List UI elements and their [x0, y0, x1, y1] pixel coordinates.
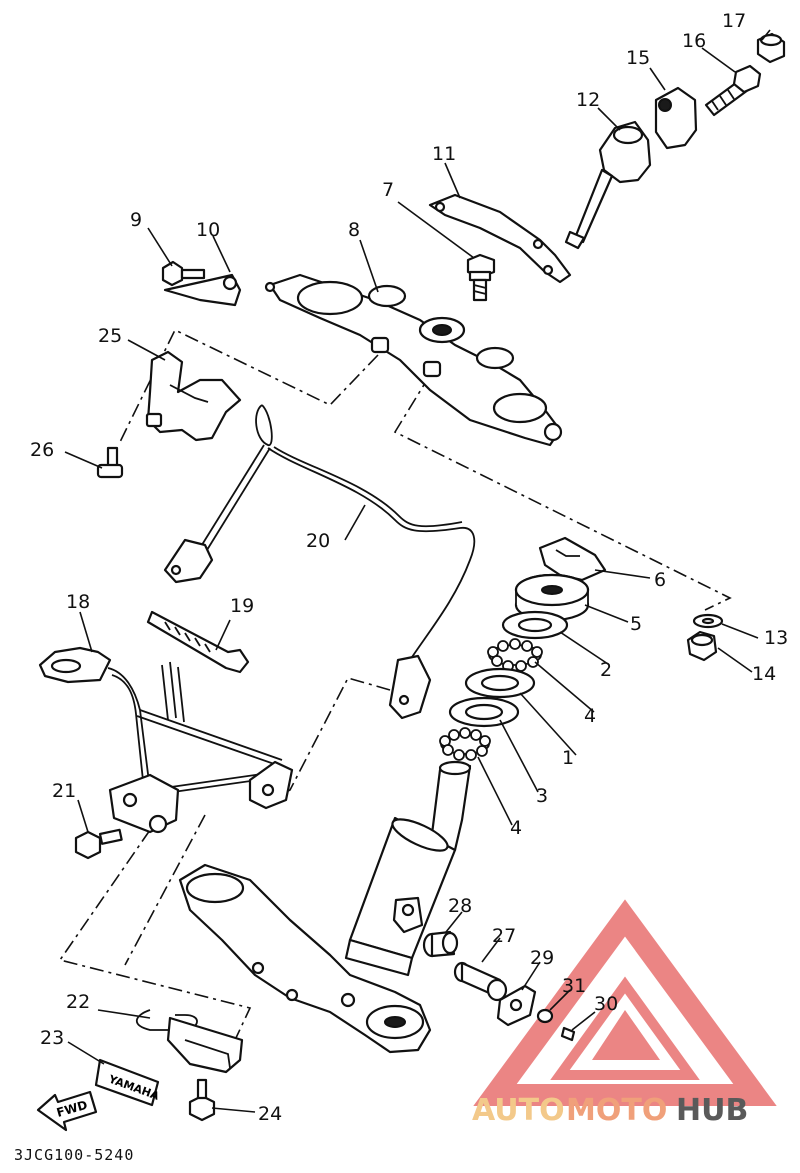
- drawing-code: 3JCG100-5240: [14, 1146, 134, 1164]
- race-1: [464, 667, 536, 699]
- bracket-25: [145, 350, 242, 442]
- label-24: 24: [258, 1103, 282, 1125]
- label-8: 8: [348, 219, 360, 241]
- bolt-16: [704, 64, 762, 117]
- bracket-10: [163, 273, 242, 307]
- tie-19: [146, 610, 250, 674]
- label-3: 3: [536, 785, 548, 807]
- bolt-7: [466, 253, 496, 302]
- fwd-arrow: FWD: [36, 1090, 98, 1132]
- plate-6: [538, 536, 607, 582]
- label-23: 23: [40, 1027, 64, 1049]
- watermark-text: AUTO MOTO HUB: [472, 1093, 748, 1128]
- label-31: 31: [562, 975, 586, 997]
- bolt-27: [453, 961, 508, 1002]
- bolt-26: [96, 446, 124, 479]
- part-numbers: 17 16 15 12 11 7 8 9 10 25 26 20 19 18 2…: [30, 10, 788, 1125]
- label-2: 2: [600, 659, 612, 681]
- washer-13: [692, 613, 724, 629]
- upper-bracket: [264, 273, 563, 447]
- post-12: [564, 120, 652, 250]
- label-17: 17: [722, 10, 746, 32]
- label-22: 22: [66, 991, 90, 1013]
- cap-17: [756, 32, 786, 64]
- bearing-4b: [439, 727, 491, 761]
- label-20: 20: [306, 530, 330, 552]
- label-12: 12: [576, 89, 600, 111]
- bearing-4a: [487, 638, 543, 672]
- label-10: 10: [196, 219, 220, 241]
- washer-2: [501, 610, 569, 640]
- label-16: 16: [682, 30, 706, 52]
- stay-18: [38, 646, 294, 834]
- watermark-auto: AUTO: [472, 1093, 565, 1128]
- watermark-logo: [473, 899, 777, 1106]
- nut-14: [686, 630, 718, 662]
- emblem-23: YAMAHA: [94, 1058, 161, 1107]
- label-6: 6: [654, 569, 666, 591]
- label-26: 26: [30, 439, 54, 461]
- label-15: 15: [626, 47, 650, 69]
- bolt-9: [161, 260, 206, 287]
- label-29: 29: [530, 947, 554, 969]
- label-18: 18: [66, 591, 90, 613]
- label-4a: 4: [584, 705, 596, 727]
- label-7: 7: [382, 179, 394, 201]
- cable-20: [163, 404, 476, 720]
- plate-29: [496, 984, 537, 1027]
- label-5: 5: [630, 613, 642, 635]
- label-30: 30: [594, 993, 618, 1015]
- pin-30: [560, 1026, 576, 1042]
- assembly-lines: [58, 328, 732, 1041]
- watermark-hub: HUB: [676, 1093, 748, 1128]
- label-28: 28: [448, 895, 472, 917]
- leader-lines: [64, 29, 771, 1113]
- bolt-24: [188, 1078, 216, 1122]
- label-4b: 4: [510, 817, 522, 839]
- label-21: 21: [52, 780, 76, 802]
- label-19: 19: [230, 595, 254, 617]
- clip-31: [536, 1008, 554, 1024]
- collar-28: [422, 930, 459, 958]
- watermark-moto: MOTO: [566, 1093, 667, 1128]
- steering-stem: [178, 760, 472, 1054]
- plate-11: [428, 193, 572, 284]
- label-13: 13: [764, 627, 788, 649]
- label-25: 25: [98, 325, 122, 347]
- block-15: [654, 86, 698, 150]
- label-11: 11: [432, 143, 456, 165]
- label-9: 9: [130, 209, 142, 231]
- bolt-21: [74, 828, 123, 860]
- label-14: 14: [752, 663, 776, 685]
- spring-22: [135, 1009, 244, 1074]
- label-27: 27: [492, 925, 516, 947]
- race-3: [448, 696, 520, 728]
- label-1: 1: [562, 747, 574, 769]
